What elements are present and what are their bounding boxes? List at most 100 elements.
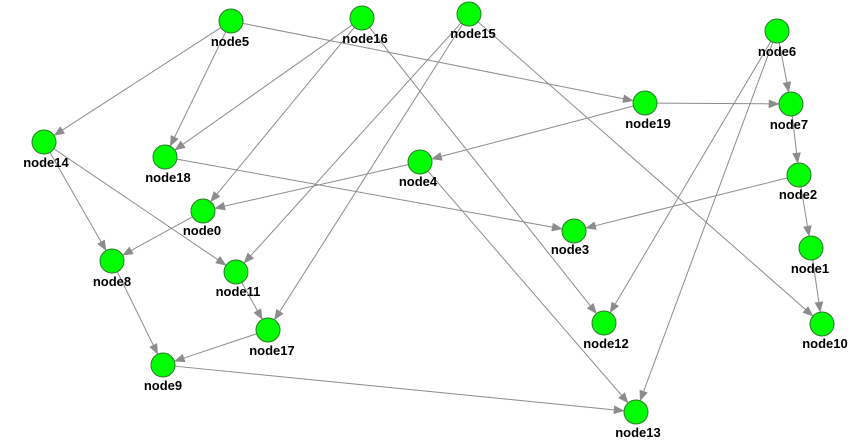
node-circle[interactable]: [223, 259, 249, 285]
graph-node-node7[interactable]: node7: [770, 91, 808, 132]
node-circle[interactable]: [218, 8, 244, 34]
edge-line: [595, 177, 788, 227]
node-circle[interactable]: [786, 162, 812, 188]
arrowhead-icon: [814, 301, 824, 313]
edge-line: [812, 259, 820, 303]
graph-node-node15[interactable]: node15: [450, 1, 496, 41]
node-label: node5: [211, 34, 249, 49]
edge-line: [656, 102, 770, 105]
arrowhead-icon: [97, 239, 107, 252]
node-circle[interactable]: [190, 198, 216, 224]
edge-line: [224, 164, 409, 207]
arrowhead-icon: [243, 252, 255, 264]
edge-line: [791, 115, 798, 154]
edge-node5-to-node14: [53, 27, 222, 136]
node-circle[interactable]: [255, 317, 281, 343]
edge-node2-to-node3: [584, 177, 788, 230]
graph-node-node11[interactable]: node11: [216, 259, 261, 299]
graph-node-node4[interactable]: node4: [399, 149, 438, 189]
arrowhead-icon: [53, 126, 66, 136]
node-circle[interactable]: [623, 399, 649, 425]
edge-line: [441, 105, 634, 157]
edge-node16-to-node12: [369, 27, 597, 315]
arrowhead-icon: [792, 152, 801, 164]
arrowhead-icon: [768, 99, 780, 109]
edge-node15-to-node11: [243, 22, 462, 264]
edge-node14-to-node8: [49, 152, 107, 252]
node-circle[interactable]: [31, 129, 57, 155]
node-label: node7: [770, 117, 808, 132]
graph-node-node16[interactable]: node16: [342, 5, 388, 46]
node-circle[interactable]: [798, 235, 824, 261]
edge-line: [614, 41, 772, 305]
edge-line: [174, 31, 227, 138]
edge-node16-to-node18: [174, 24, 353, 151]
node-label: node18: [145, 170, 191, 185]
edge-node6-to-node13: [639, 42, 774, 402]
graph-node-node14[interactable]: node14: [23, 129, 70, 170]
node-circle[interactable]: [632, 90, 658, 116]
edge-node19-to-node7: [656, 99, 780, 109]
node-circle[interactable]: [809, 311, 835, 337]
graph-node-node13[interactable]: node13: [615, 399, 661, 440]
node-label: node0: [183, 223, 221, 238]
node-label: node6: [758, 44, 796, 59]
graph-node-node18[interactable]: node18: [145, 144, 191, 185]
arrowhead-icon: [149, 343, 159, 355]
edge-node19-to-node4: [430, 105, 634, 161]
edge-node8-to-node9: [116, 271, 159, 355]
arrowhead-icon: [274, 308, 284, 321]
node-label: node10: [802, 336, 848, 351]
node-circle[interactable]: [407, 149, 433, 175]
node-label: node3: [551, 242, 589, 257]
arrowhead-icon: [551, 222, 563, 232]
arrowhead-icon: [782, 81, 792, 93]
arrowhead-icon: [584, 221, 597, 230]
edge-node18-to-node3: [176, 158, 563, 232]
graph-node-node12[interactable]: node12: [583, 310, 629, 351]
arrowhead-icon: [253, 308, 263, 321]
arrowhead-icon: [802, 306, 814, 317]
graph-node-node6[interactable]: node6: [758, 18, 796, 59]
graph-node-node10[interactable]: node10: [802, 311, 848, 351]
node-circle[interactable]: [456, 1, 482, 27]
edge-node7-to-node2: [791, 115, 801, 164]
edge-line: [643, 42, 774, 392]
graph-node-node1[interactable]: node1: [791, 235, 829, 276]
node-label: node11: [216, 284, 261, 299]
graph-node-node8[interactable]: node8: [93, 248, 131, 289]
edge-line: [216, 26, 355, 195]
edge-line: [116, 271, 154, 346]
edge-node9-to-node13: [174, 365, 625, 415]
node-circle[interactable]: [99, 248, 125, 274]
node-circle[interactable]: [591, 310, 617, 336]
node-circle[interactable]: [150, 352, 176, 378]
graph-node-node5[interactable]: node5: [211, 8, 249, 49]
node-circle[interactable]: [561, 218, 587, 244]
graph-node-node9[interactable]: node9: [144, 352, 182, 393]
edge-line: [174, 365, 615, 411]
graph-node-node0[interactable]: node0: [183, 198, 221, 238]
node-circle[interactable]: [152, 144, 178, 170]
edge-line: [800, 186, 808, 227]
graph-node-node2[interactable]: node2: [779, 162, 817, 202]
edge-line: [477, 21, 806, 310]
graph-node-node17[interactable]: node17: [249, 317, 295, 358]
arrowhead-icon: [613, 405, 625, 415]
edge-line: [53, 148, 219, 261]
arrowhead-icon: [210, 191, 221, 203]
graph-node-node3[interactable]: node3: [551, 218, 589, 257]
edge-line: [250, 22, 462, 257]
node-circle[interactable]: [764, 18, 790, 44]
node-label: node12: [583, 336, 629, 351]
graph-node-node19[interactable]: node19: [625, 90, 671, 131]
edge-line: [62, 27, 222, 131]
node-circle[interactable]: [349, 5, 375, 31]
arrowhead-icon: [173, 353, 186, 363]
arrowhead-icon: [215, 255, 227, 266]
nodes-layer: node0 node1 node2 node3 node4 node5 node6 node7…: [23, 1, 848, 440]
edge-node16-to-node0: [210, 26, 355, 203]
edge-line: [183, 333, 257, 359]
node-circle[interactable]: [778, 91, 804, 117]
edge-line: [176, 158, 553, 228]
